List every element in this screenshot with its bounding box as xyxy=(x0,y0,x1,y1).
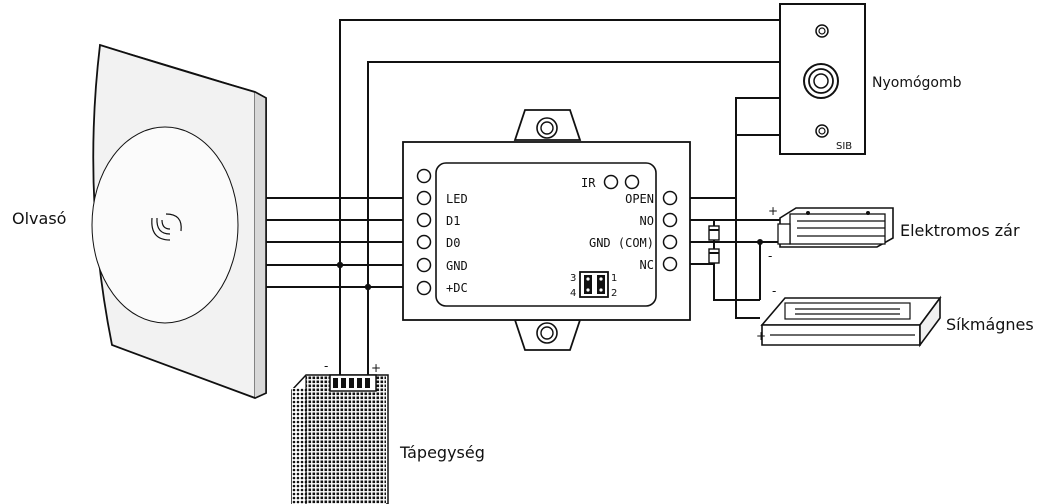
jumper-pin-3: 3 xyxy=(570,273,576,284)
magnet-plus-sign: + xyxy=(756,329,766,343)
pin-d1: D1 xyxy=(446,214,460,228)
pin-dc: +DC xyxy=(446,281,468,295)
pin-gnd: GND xyxy=(446,259,468,273)
lock-wires xyxy=(683,219,790,319)
pin-gnd-com: GND (COM) xyxy=(589,236,654,250)
magnet-label: Síkmágnes xyxy=(946,315,1034,334)
magnet-minus-sign: - xyxy=(772,284,776,298)
magnetic-lock xyxy=(760,295,942,348)
diode-icon xyxy=(708,248,720,264)
pushbutton: SIB xyxy=(779,3,866,155)
diode-icon xyxy=(708,225,720,241)
power-supply xyxy=(291,374,389,504)
pin-nc: NC xyxy=(640,258,654,272)
controller: LED D1 D0 GND +DC OPEN NO GND (COM) NC I… xyxy=(402,109,691,351)
card-reader xyxy=(91,43,267,399)
jumper-pin-2: 2 xyxy=(611,288,617,299)
pin-led: LED xyxy=(446,192,468,206)
jumper-pin-1: 1 xyxy=(611,273,617,284)
psu-minus-sign: - xyxy=(324,359,328,373)
electric-lock-label: Elektromos zár xyxy=(900,221,1020,240)
reader-label: Olvasó xyxy=(12,209,66,228)
pushbutton-logo: SIB xyxy=(836,141,852,152)
jumper-block xyxy=(579,271,609,298)
pushbutton-wires xyxy=(336,19,787,378)
electric-lock xyxy=(777,207,894,248)
psu-plus-sign: + xyxy=(371,361,381,375)
lock-minus-sign: - xyxy=(768,249,772,263)
power-supply-label: Tápegység xyxy=(399,443,485,462)
ir-label: IR xyxy=(581,176,596,190)
jumper-pin-4: 4 xyxy=(570,288,576,299)
reader-wires xyxy=(266,197,423,288)
pushbutton-label: Nyomógomb xyxy=(872,75,962,91)
pin-open: OPEN xyxy=(625,192,654,206)
rfid-wave-icon xyxy=(151,213,182,241)
lock-plus-sign: + xyxy=(768,204,778,218)
pin-no: NO xyxy=(640,214,654,228)
pin-d0: D0 xyxy=(446,236,460,250)
